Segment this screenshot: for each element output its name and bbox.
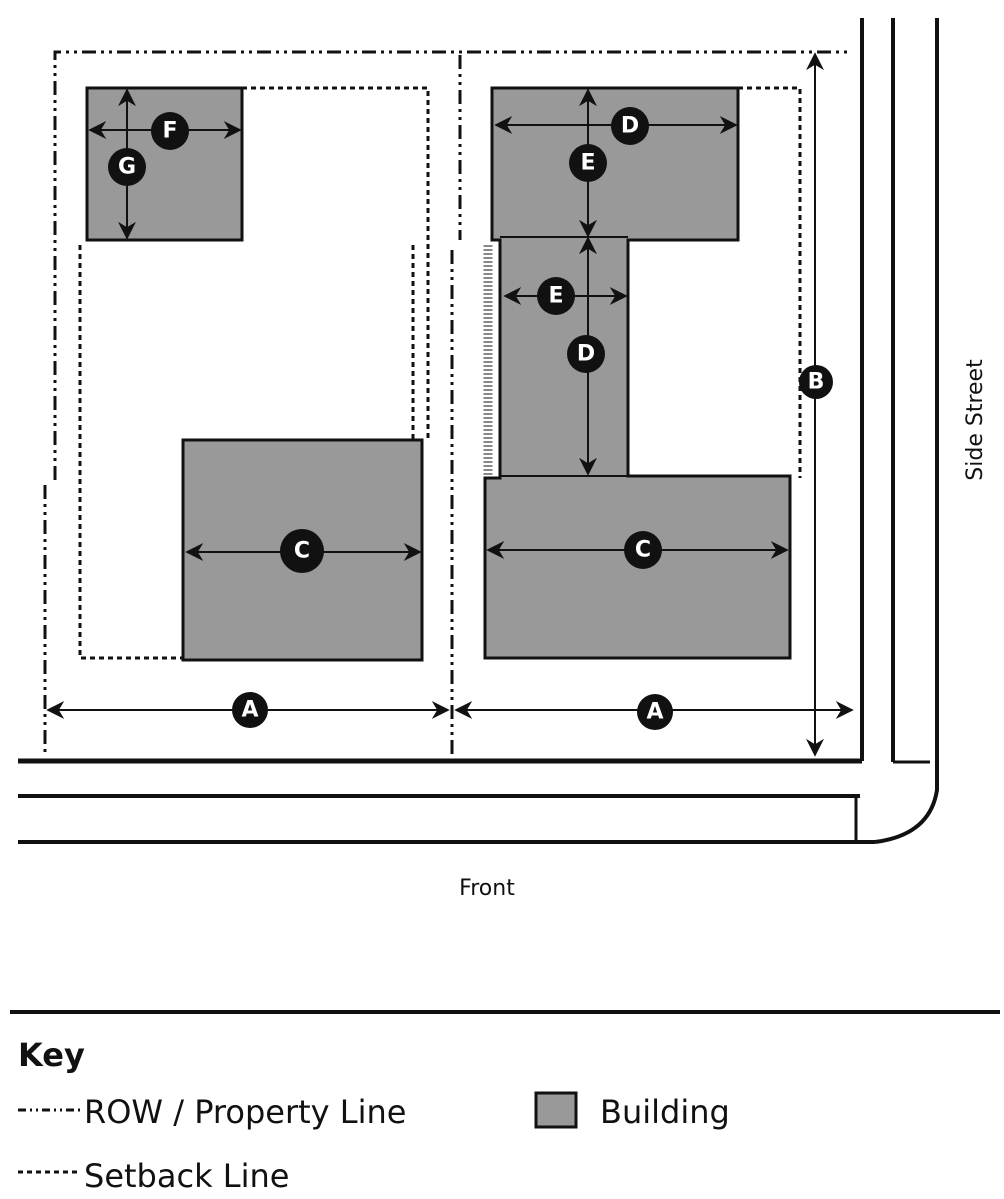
label-a-left: A [232, 692, 268, 728]
label-g: G [108, 148, 146, 186]
svg-text:D: D [621, 114, 639, 139]
label-b: B [799, 365, 833, 399]
label-f: F [151, 112, 189, 150]
label-a-right: A [637, 694, 673, 730]
label-c-left: C [280, 529, 324, 573]
svg-text:D: D [577, 342, 595, 367]
key-building: Building [600, 1093, 730, 1131]
streets [18, 18, 939, 844]
svg-text:C: C [294, 539, 310, 564]
label-d-top: D [611, 107, 649, 145]
dimension-labels: F G C A A B D E E D C [108, 107, 833, 730]
key-setback-line: Setback Line [84, 1157, 289, 1195]
svg-text:E: E [580, 151, 595, 176]
buildings [85, 86, 792, 662]
svg-text:A: A [241, 698, 258, 723]
property-lines [43, 50, 850, 755]
label-c-right: C [624, 531, 662, 569]
building-main-right [483, 86, 792, 660]
front-label: Front [459, 876, 515, 901]
key-row-line: ROW / Property Line [84, 1093, 406, 1131]
svg-text:F: F [162, 119, 177, 144]
svg-text:E: E [548, 284, 563, 309]
key-title: Key [18, 1036, 85, 1074]
label-e-mid: E [537, 277, 575, 315]
label-e-top: E [569, 144, 607, 182]
setback-lines [78, 86, 802, 660]
svg-text:G: G [118, 155, 136, 180]
side-street-label: Side Street [963, 359, 988, 481]
building-swatch [534, 1091, 578, 1129]
svg-text:A: A [646, 700, 663, 725]
svg-text:C: C [635, 538, 651, 563]
svg-text:B: B [808, 370, 825, 395]
label-d-mid: D [567, 335, 605, 373]
